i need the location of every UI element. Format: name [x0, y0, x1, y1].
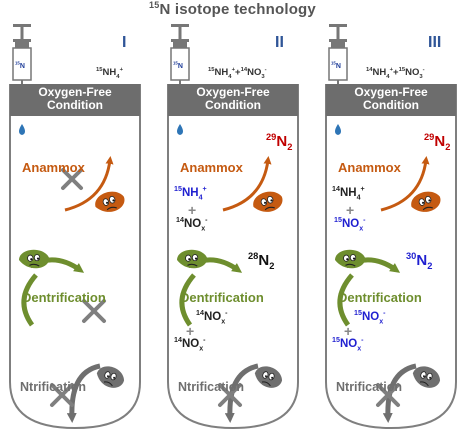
syringe-icon-3	[328, 24, 348, 84]
tube-outline-1	[9, 84, 141, 430]
anammox-plus-2: +	[188, 202, 197, 218]
panel-formula-1: 15NH4+	[96, 66, 123, 80]
anammox-bacteria-icon-2	[253, 191, 283, 212]
panel-number-3: III	[428, 34, 442, 51]
panel-formula-2: 15NH4++14NO3-	[208, 66, 267, 80]
nitri-cross-icon-3	[376, 383, 400, 407]
anammox-product-2: 29N2	[266, 132, 293, 152]
syringe-label-3: 15N	[331, 60, 341, 70]
denit-plus-3: +	[344, 323, 353, 339]
anammox-arrow-icon-2	[222, 156, 272, 212]
tube-outline-2	[167, 84, 299, 430]
condition-bar-3	[326, 84, 456, 116]
anammox-input-1-2: 15NH4+	[174, 185, 207, 202]
nitri-label-3: Ntrification	[336, 380, 402, 394]
syringe-label-2: 15N	[173, 60, 183, 70]
panel-formula-3: 14NH4++15NO3-	[366, 66, 425, 80]
nitri-bacteria-icon-1	[96, 366, 125, 388]
nitri-arrow-icon-2	[224, 363, 259, 423]
anammox-input-1-3: 14NH4+	[332, 185, 365, 202]
denit-plus-2: +	[186, 323, 195, 339]
denit-tail-1	[21, 273, 38, 327]
anammox-label-1: Anammox	[22, 160, 85, 175]
anammox-plus-3: +	[346, 202, 355, 218]
anammox-label-2: Anammox	[180, 160, 243, 175]
nitri-label-2: Ntrification	[178, 380, 244, 394]
denit-input-1-3: 15NOx-	[354, 309, 386, 326]
denit-label-1: Dentrification	[22, 290, 106, 305]
anammox-bacteria-icon-1	[95, 191, 125, 212]
denit-cross-icon-1	[82, 299, 106, 323]
anammox-cross-icon-1	[61, 168, 83, 190]
denit-product-3: 30N2	[406, 251, 433, 271]
anammox-input-2-2: 14NOx-	[176, 216, 208, 233]
nitri-cross-icon-1	[50, 383, 74, 407]
denit-input-2-3: 15NOx-	[332, 336, 364, 353]
tube-outline-3	[325, 84, 457, 430]
panel-number-2: II	[275, 34, 284, 51]
denit-input-1-2: 14NOx-	[196, 309, 228, 326]
denit-bacteria-icon-2	[177, 249, 208, 269]
denit-bacteria-icon-3	[335, 249, 366, 269]
anammox-product-3: 29N2	[424, 132, 451, 152]
anammox-arrow-icon-3	[380, 156, 430, 212]
anammox-bacteria-icon-3	[411, 191, 441, 212]
denit-bacteria-icon-1	[19, 249, 50, 269]
anammox-input-2-3: 15NOx-	[334, 216, 366, 233]
nitri-arrow-icon-1	[66, 363, 101, 423]
diagram-title: 15N isotope technology	[149, 0, 316, 18]
denit-product-2: 28N2	[248, 251, 275, 271]
anammox-arrow-icon-1	[64, 156, 114, 212]
condition-bar-1	[10, 84, 140, 116]
syringe-label-1: 15N	[15, 60, 25, 70]
nitri-bacteria-icon-3	[412, 366, 441, 388]
condition-bar-2	[168, 84, 298, 116]
droplet-icon-1	[19, 124, 25, 135]
denit-label-2: Dentrification	[180, 290, 264, 305]
syringe-icon-1	[12, 24, 32, 84]
denit-input-2-2: 14NOx-	[174, 336, 206, 353]
droplet-icon-3	[335, 124, 341, 135]
syringe-icon-2	[170, 24, 190, 84]
nitri-label-1: Ntrification	[20, 380, 86, 394]
nitri-bacteria-icon-2	[254, 366, 283, 388]
anammox-label-3: Anammox	[338, 160, 401, 175]
denit-tail-3	[337, 273, 354, 327]
nitri-cross-icon-2	[218, 383, 242, 407]
denit-tail-2	[179, 273, 196, 327]
denit-label-3: Dentrification	[338, 290, 422, 305]
panel-number-1: I	[122, 34, 127, 51]
nitri-arrow-icon-3	[382, 363, 417, 423]
droplet-icon-2	[177, 124, 183, 135]
